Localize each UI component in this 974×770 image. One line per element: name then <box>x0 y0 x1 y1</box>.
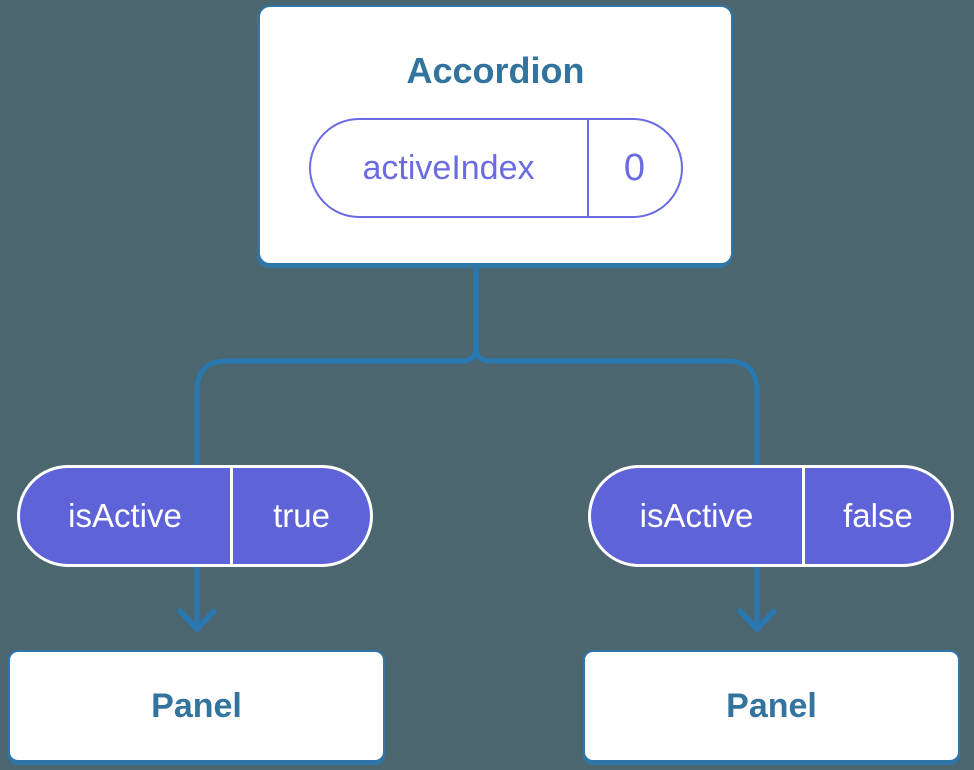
prop-pill-isactive-true: isActive true <box>17 465 373 567</box>
prop-name: isActive <box>639 497 754 534</box>
panel-node-right: Panel <box>583 650 960 762</box>
panel-node-title: Panel <box>151 686 242 725</box>
accordion-node-title: Accordion <box>406 50 585 91</box>
branch-line-right <box>473 262 760 465</box>
panel-node-title: Panel <box>726 686 817 725</box>
prop-name: isActive <box>68 497 182 534</box>
arrow-head-left <box>177 608 217 632</box>
state-name: activeIndex <box>362 148 535 187</box>
prop-pill-isactive-false: isActive false <box>588 465 954 567</box>
prop-value: false <box>802 468 951 564</box>
state-pill-activeindex: activeIndex 0 <box>308 118 683 218</box>
branch-line-left <box>194 262 479 465</box>
panel-node-left: Panel <box>8 650 385 762</box>
prop-value: true <box>230 468 370 564</box>
state-value: 0 <box>586 120 681 216</box>
arrow-head-right <box>737 608 777 632</box>
accordion-node: Accordion activeIndex 0 <box>258 5 733 265</box>
